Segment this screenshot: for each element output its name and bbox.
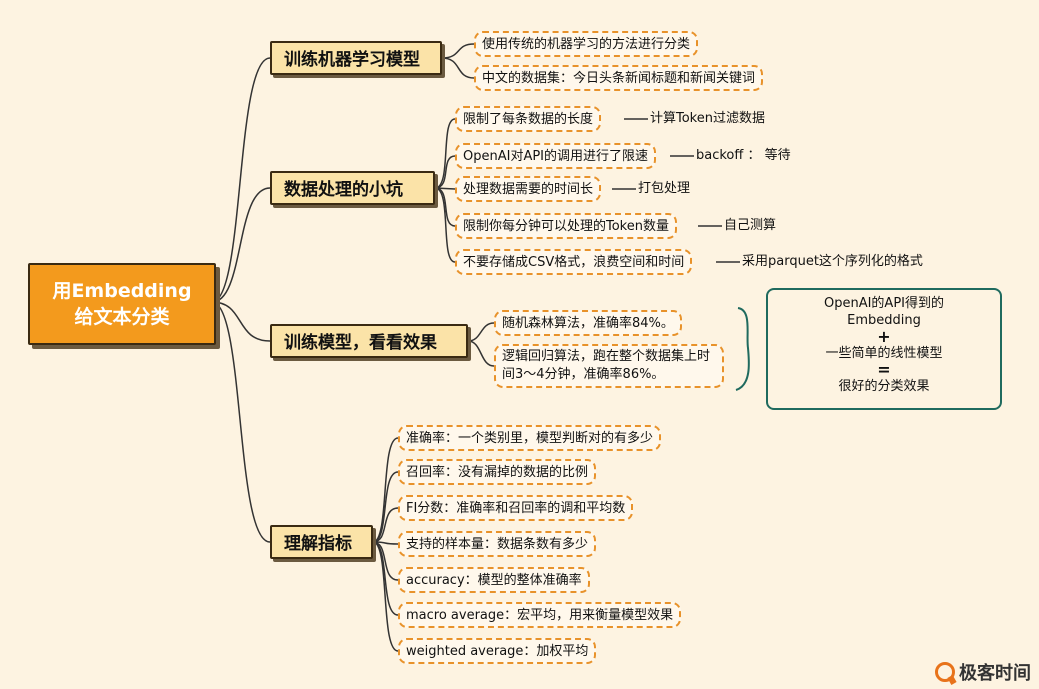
leaf-token-per-minute: 限制你每分钟可以处理的Token数量 — [455, 213, 677, 239]
summary-line-2: Embedding — [847, 313, 921, 328]
leaf-macro-average: macro average：宏平均，用来衡量模型效果 — [398, 602, 682, 628]
note-backoff: backoff ： 等待 — [696, 148, 791, 163]
leaf-processing-time: 处理数据需要的时间长 — [455, 176, 602, 202]
root-line-1: 用Embedding — [52, 280, 192, 302]
leaf-weighted-average: weighted average：加权平均 — [398, 638, 597, 664]
leaf-recall: 召回率：没有漏掉的数据的比例 — [398, 459, 597, 485]
branch-data-pitfalls: 数据处理的小坑 — [270, 171, 435, 205]
note-batch: 打包处理 — [638, 181, 691, 196]
leaf-dataset: 中文的数据集：今日头条新闻标题和新闻关键词 — [474, 65, 764, 91]
root-line-2: 给文本分类 — [74, 306, 170, 328]
summary-plus: + — [877, 327, 891, 346]
leaf-precision: 准确率：一个类别里，模型判断对的有多少 — [398, 425, 662, 451]
note-parquet: 采用parquet这个序列化的格式 — [742, 254, 923, 269]
leaf-rate-limit: OpenAI对API的调用进行了限速 — [455, 143, 657, 169]
leaf-no-csv: 不要存储成CSV格式，浪费空间和时间 — [455, 249, 693, 275]
note-token-filter: 计算Token过滤数据 — [650, 111, 765, 126]
brand-logo: 极客时间 — [935, 659, 1031, 685]
summary-line-4: 很好的分类效果 — [838, 379, 930, 394]
leaf-logistic-regression: 逻辑回归算法，跑在整个数据集上时间3～4分钟，准确率86%。 — [494, 344, 724, 388]
geekbang-logo-icon — [935, 662, 955, 682]
summary-equals: = — [877, 360, 891, 379]
leaf-support: 支持的样本量：数据条数有多少 — [398, 531, 597, 557]
leaf-traditional-ml: 使用传统的机器学习的方法进行分类 — [474, 31, 699, 57]
summary-box: OpenAI的API得到的 Embedding + 一些简单的线性模型 = 很好… — [766, 288, 1002, 410]
branch-train-ml: 训练机器学习模型 — [270, 41, 442, 75]
leaf-f1: FI分数：准确率和召回率的调和平均数 — [398, 495, 634, 521]
summary-line-3: 一些简单的线性模型 — [825, 346, 943, 361]
branch-metrics: 理解指标 — [270, 525, 373, 559]
branch-train-evaluate: 训练模型，看看效果 — [270, 324, 468, 358]
leaf-random-forest: 随机森林算法，准确率84%。 — [494, 310, 682, 336]
leaf-length-limit: 限制了每条数据的长度 — [455, 106, 602, 132]
brand-name: 极客时间 — [959, 663, 1031, 684]
summary-line-1: OpenAI的API得到的 — [823, 296, 944, 311]
leaf-accuracy: accuracy：模型的整体准确率 — [398, 567, 590, 593]
root-node: 用Embedding 给文本分类 — [28, 263, 216, 345]
note-self-measure: 自己测算 — [724, 218, 777, 233]
